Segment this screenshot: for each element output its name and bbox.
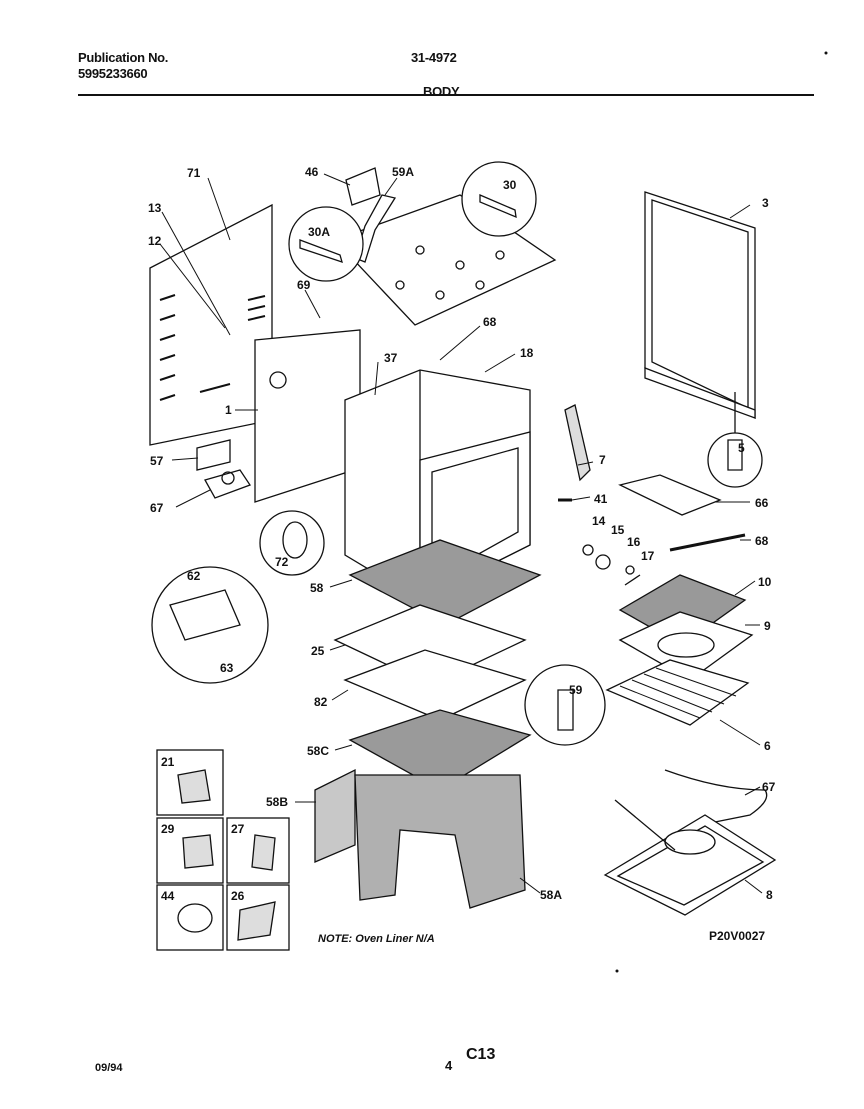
callout-30a: 30A: [308, 225, 330, 239]
publication-number: 5995233660: [78, 66, 148, 81]
callout-67-left: 67: [150, 501, 164, 515]
footer-page-code: C13: [466, 1046, 496, 1063]
callout-7: 7: [599, 453, 606, 467]
broil-element-66: [618, 474, 722, 516]
callout-67-right: 67: [762, 780, 776, 794]
callout-58c: 58C: [307, 744, 329, 758]
callout-68-right: 68: [755, 534, 769, 548]
publication-label: Publication No.: [78, 50, 169, 65]
callout-16: 16: [627, 535, 641, 549]
callout-12: 12: [148, 234, 162, 248]
footer-date: 09/94: [95, 1062, 123, 1074]
callout-58b: 58B: [266, 795, 288, 809]
callout-3: 3: [762, 196, 769, 210]
callout-30: 30: [503, 178, 517, 192]
callout-68-top: 68: [483, 315, 497, 329]
drawing-id: P20V0027: [709, 929, 765, 943]
callout-62: 62: [187, 569, 201, 583]
callout-27: 27: [231, 822, 245, 836]
back-panel-vents: [159, 294, 266, 401]
part-17: [624, 574, 641, 586]
part-16: [625, 565, 635, 575]
bracket-67-hole: [221, 471, 235, 485]
callout-59a: 59A: [392, 165, 414, 179]
callout-72: 72: [275, 555, 289, 569]
part-box-21: [156, 749, 224, 816]
part-46: [345, 167, 381, 206]
rear-frame-hole: [269, 371, 287, 389]
callout-18: 18: [520, 346, 534, 360]
part-14: [582, 544, 594, 556]
top-cover-holes: [395, 245, 505, 300]
callout-labels: 71 46 59A 30 3 13 12 30A 69 68 18 37 1 5…: [148, 165, 776, 903]
callout-6: 6: [764, 739, 771, 753]
callout-57: 57: [150, 454, 164, 468]
callout-25: 25: [311, 644, 325, 658]
callout-82: 82: [314, 695, 328, 709]
callout-10: 10: [758, 575, 772, 589]
rear-frame: [254, 329, 361, 503]
callout-58a: 58A: [540, 888, 562, 902]
callout-58: 58: [310, 581, 324, 595]
callout-37: 37: [384, 351, 398, 365]
callout-71: 71: [187, 166, 201, 180]
callout-26: 26: [231, 889, 245, 903]
insulation-58c: [348, 709, 532, 791]
callout-21: 21: [161, 755, 175, 769]
callout-46: 46: [305, 165, 319, 179]
callout-13: 13: [148, 201, 162, 215]
part-15: [595, 554, 611, 570]
callout-1: 1: [225, 403, 232, 417]
part-box-27: [226, 817, 290, 884]
bracket-57: [196, 439, 231, 471]
rod-68: [669, 533, 746, 552]
insulation-58a: [354, 774, 526, 909]
callout-14: 14: [592, 514, 606, 528]
callout-29: 29: [161, 822, 175, 836]
callout-44: 44: [161, 889, 175, 903]
part-59a: [354, 194, 397, 263]
callout-9: 9: [764, 619, 771, 633]
callout-8: 8: [766, 888, 773, 902]
detail-30a-callout: [288, 206, 364, 282]
part-7: [564, 404, 591, 482]
callout-5: 5: [738, 441, 745, 455]
callout-66: 66: [755, 496, 769, 510]
callout-63: 63: [220, 661, 234, 675]
diagram-note: NOTE: Oven Liner N/A: [318, 933, 435, 945]
insulation-58b: [314, 768, 356, 863]
callout-41: 41: [594, 492, 608, 506]
callout-69: 69: [297, 278, 311, 292]
model-number: 31-4972: [411, 50, 457, 65]
back-panel: [149, 203, 273, 446]
oven-rack-6: [605, 659, 750, 726]
footer-page-number: 4: [445, 1058, 453, 1073]
callout-17: 17: [641, 549, 655, 563]
bake-element-67: [664, 769, 768, 826]
callout-59: 59: [569, 683, 583, 697]
leveling-leg: [727, 439, 743, 471]
detail-30-callout: [461, 161, 537, 237]
callout-15: 15: [611, 523, 625, 537]
oven-rack-wires: [619, 667, 737, 719]
panel-82: [343, 649, 527, 721]
